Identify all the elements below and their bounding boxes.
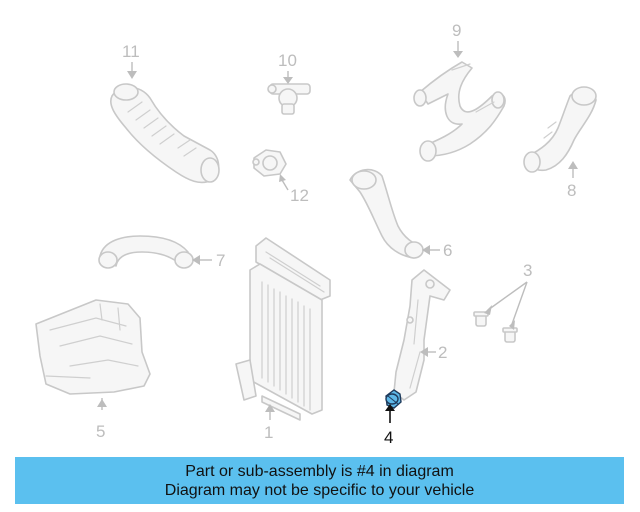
part-10-valve[interactable] [267, 83, 311, 115]
banner-line-2: Diagram may not be specific to your vehi… [164, 481, 475, 499]
callout-3: 3 [484, 261, 532, 330]
callout-8-label: 8 [567, 181, 576, 200]
callout-2-label: 2 [438, 343, 447, 362]
part-1-intercooler[interactable] [235, 237, 331, 421]
callout-3-label: 3 [523, 261, 532, 280]
part-6-hose[interactable] [349, 168, 424, 259]
callout-1-label: 1 [264, 423, 273, 442]
callout-1: 1 [264, 404, 275, 442]
part-3-bolts[interactable] [473, 311, 518, 343]
callout-5: 5 [96, 398, 107, 441]
part-4-fitting[interactable] [385, 389, 402, 409]
callout-4-label: 4 [384, 428, 393, 447]
callout-4: 4 [384, 404, 395, 447]
callout-9: 9 [452, 21, 463, 58]
callout-6: 6 [422, 241, 452, 260]
callout-12: 12 [279, 174, 309, 205]
callout-5-label: 5 [96, 422, 105, 441]
callout-7-label: 7 [216, 251, 225, 270]
part-11-hose[interactable] [110, 83, 220, 184]
callout-12-label: 12 [290, 186, 309, 205]
part-5-duct[interactable] [35, 299, 151, 395]
callout-11: 11 [122, 42, 140, 79]
info-banner: Part or sub-assembly is #4 in diagram Di… [15, 457, 624, 504]
callout-10: 10 [278, 51, 297, 84]
banner-line-1: Part or sub-assembly is #4 in diagram [185, 462, 454, 480]
callout-9-label: 9 [452, 21, 461, 40]
part-9-pipe[interactable] [413, 61, 506, 162]
part-7-hose[interactable] [98, 235, 194, 269]
callout-10-label: 10 [278, 51, 297, 70]
callout-7: 7 [192, 251, 225, 270]
callout-11-label: 11 [122, 42, 140, 61]
callout-2: 2 [420, 343, 447, 362]
callout-8: 8 [567, 161, 578, 200]
part-8-pipe[interactable] [523, 86, 597, 173]
callout-6-label: 6 [443, 241, 452, 260]
part-2-bracket[interactable] [393, 269, 451, 401]
part-12-flange[interactable] [252, 149, 287, 177]
